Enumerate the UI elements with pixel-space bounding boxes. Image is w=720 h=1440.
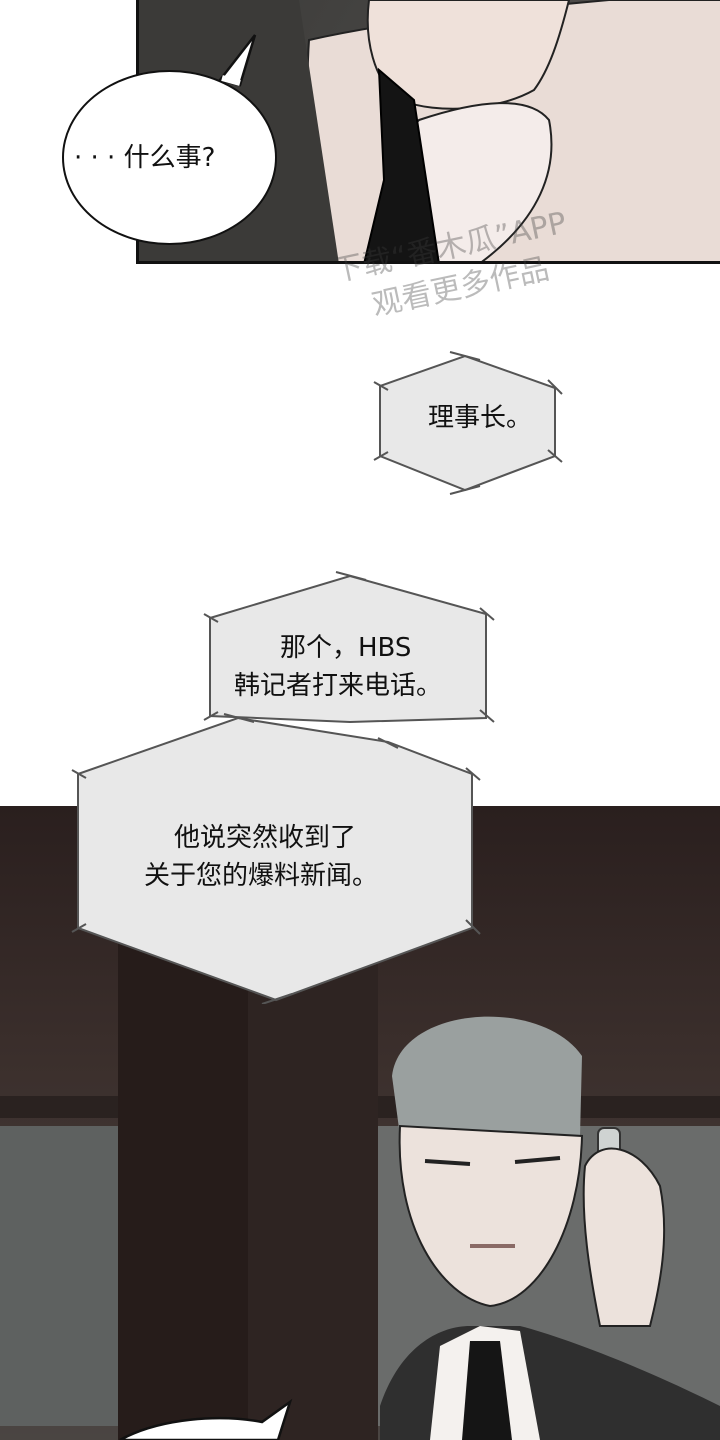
speech-text-what: · · · 什么事? (74, 143, 216, 173)
speech-bubble-tail (217, 34, 257, 87)
speech-text-hbs-line2: 韩记者打来电话。 (234, 671, 443, 701)
speech-bubble-oval (62, 70, 277, 245)
speech-text-hbs-line1: 那个，HBS (280, 633, 412, 663)
man-on-phone-art (0, 936, 720, 1440)
speech-text-news-line2: 关于您的爆料新闻。 (144, 861, 379, 891)
hexagon-bubble-hbs (203, 571, 495, 724)
hexagon-bubble-news (71, 713, 481, 1004)
hexagon-bubble-chairman (373, 351, 563, 495)
speech-text-news-line1: 他说突然收到了 (174, 823, 357, 853)
speech-text-chairman: 理事长。 (428, 403, 533, 433)
